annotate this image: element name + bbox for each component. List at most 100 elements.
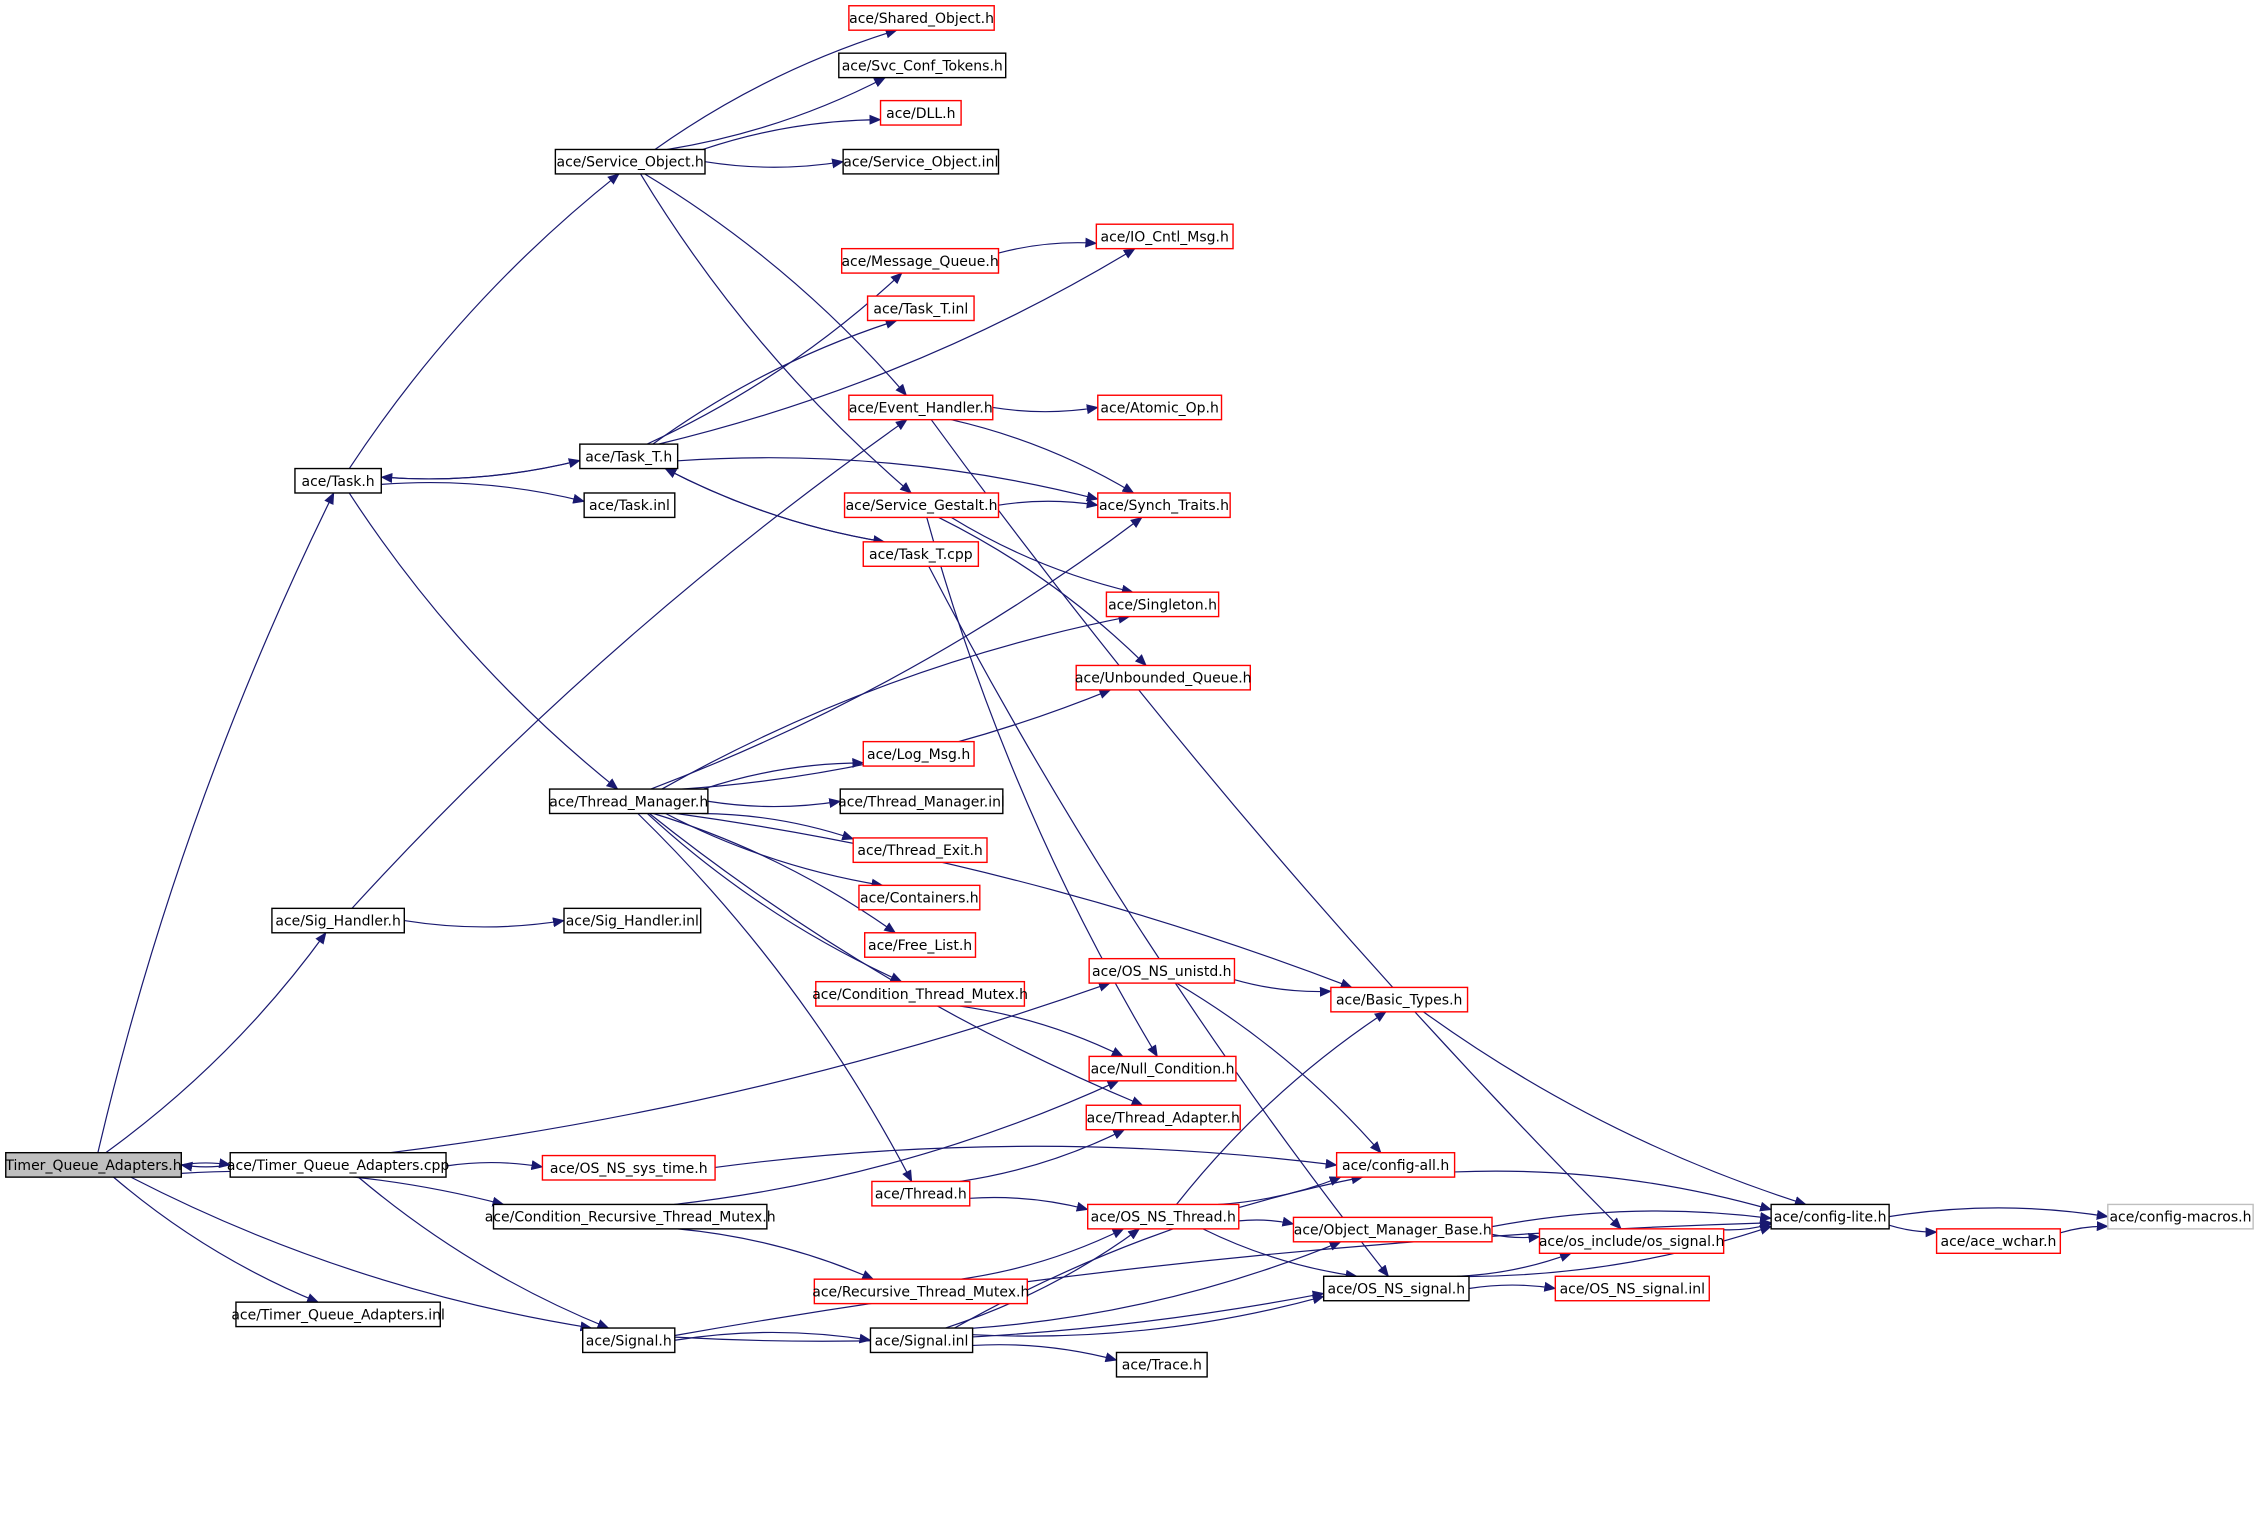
edge-root-to-signal_h [130, 1176, 593, 1332]
node-object-manager-base-h[interactable]: ace/Object_Manager_Base.h [1292, 1216, 1493, 1243]
edge-signal_inl-to-trace_h [972, 1344, 1118, 1363]
edge-service_gestalt_h-to-null_condition_h [926, 517, 1158, 1058]
node-unbounded-queue-h[interactable]: ace/Unbounded_Queue.h [1075, 664, 1252, 691]
node-label: ace/Thread.h [875, 1187, 967, 1203]
node-box [840, 247, 1000, 274]
node-os-ns-thread-h[interactable]: ace/OS_NS_Thread.h [1087, 1203, 1240, 1230]
node-svc-conf-tokens-h[interactable]: ace/Svc_Conf_Tokens.h [838, 52, 1007, 79]
node-sig-handler-h[interactable]: ace/Sig_Handler.h [271, 907, 405, 934]
node-box [582, 1327, 676, 1354]
node-containers-h[interactable]: ace/Containers.h [858, 884, 981, 911]
node-signal-h[interactable]: ace/Signal.h [582, 1327, 676, 1354]
node-thread-adapter-h[interactable]: ace/Thread_Adapter.h [1085, 1104, 1241, 1131]
node-sig-handler-inl[interactable]: ace/Sig_Handler.inl [563, 907, 702, 934]
node-label: ace/DLL.h [886, 106, 955, 122]
node-service-object-inl[interactable]: ace/Service_Object.inl [842, 148, 1000, 175]
node-trace-h[interactable]: ace/Trace.h [1115, 1351, 1208, 1378]
edge-service_object_h-to-service_gestalt_h [640, 173, 912, 494]
node-atomic-op-h[interactable]: ace/Atomic_Op.h [1097, 394, 1223, 421]
node-label: ace/Basic_Types.h [1336, 993, 1462, 1009]
node-null-condition-h[interactable]: ace/Null_Condition.h [1088, 1055, 1237, 1082]
node-label: ace/Thread_Exit.h [857, 843, 982, 859]
node-free-list-h[interactable]: ace/Free_List.h [864, 932, 977, 958]
node-box [1115, 1351, 1208, 1378]
node-box [229, 1151, 447, 1178]
node-task-t-h[interactable]: ace/Task_T.h [579, 443, 679, 470]
node-os-ns-signal-h[interactable]: ace/OS_NS_signal.h [1322, 1275, 1470, 1302]
node-shared-object-h[interactable]: ace/Shared_Object.h [848, 5, 995, 31]
node-thread-h[interactable]: ace/Thread.h [871, 1180, 971, 1207]
node-condition-recursive-h[interactable]: ace/Condition_Recursive_Thread_Mutex.h [485, 1203, 776, 1230]
node-task-t-cpp[interactable]: ace/Task_T.cpp [862, 541, 980, 567]
edge-thread_manager_h-to-thread_h [637, 813, 913, 1183]
node-box [848, 394, 994, 421]
node-label: ace/config-all.h [1342, 1158, 1449, 1174]
edge-sig_handler_h-to-sig_handler_inl [404, 917, 565, 928]
node-task-inl[interactable]: ace/Task.inl [583, 492, 676, 519]
node-label: ace/Timer_Queue_Adapters.inl [231, 1307, 445, 1323]
edge-thread_manager_h-to-singleton_h [661, 613, 1131, 790]
edge-event_handler_h-to-synch_traits_h [951, 419, 1135, 494]
node-box [541, 1154, 716, 1181]
node-dll-h[interactable]: ace/DLL.h [879, 99, 962, 126]
node-message-queue-h[interactable]: ace/Message_Queue.h [840, 247, 1000, 274]
node-label: ace/OS_NS_unistd.h [1092, 964, 1232, 980]
edge-signal_inl-to-os_ns_signal_h [972, 1294, 1325, 1337]
node-condition-thread-mutex-h[interactable]: ace/Condition_Thread_Mutex.h [812, 980, 1028, 1007]
node-label: ace/Service_Object.inl [843, 155, 998, 171]
node-task-t-inl[interactable]: ace/Task_T.inl [866, 295, 975, 322]
node-thread-manager-h[interactable]: ace/Thread_Manager.h [548, 788, 709, 815]
node-box [864, 932, 977, 958]
node-box [1292, 1216, 1493, 1243]
edge-event_handler_h-to-atomic_op_h [992, 404, 1099, 415]
node-label: ace/Log_Msg.h [867, 747, 970, 763]
node-os-ns-sys-time-h[interactable]: ace/OS_NS_sys_time.h [541, 1154, 716, 1181]
node-label: ace/Object_Manager_Base.h [1294, 1223, 1492, 1239]
edge-thread_manager_h-to-free_list_h [653, 812, 897, 934]
node-label: ace/Condition_Recursive_Thread_Mutex.h [485, 1210, 776, 1226]
node-box [1538, 1228, 1725, 1254]
node-label: ace/Signal.h [586, 1333, 672, 1349]
node-box [1330, 986, 1469, 1013]
node-singleton-h[interactable]: ace/Singleton.h [1105, 591, 1220, 618]
edge-signal_inl-to-config_all_h [954, 1174, 1364, 1329]
edge-service_gestalt_h-to-singleton_h [950, 516, 1134, 595]
node-recursive-thread-mutex-h[interactable]: ace/Recursive_Thread_Mutex.h [812, 1278, 1029, 1305]
edge-thread_manager_h-to-thread_manager_inl [707, 798, 842, 808]
edge-message_queue_h-to-io_cntl_msg_h [998, 237, 1098, 254]
edge-os_ns_signal_h-to-os_signal_h [1456, 1252, 1572, 1277]
node-label: ace/Timer_Queue_Adapters.cpp [227, 1158, 449, 1174]
node-os-signal-h[interactable]: ace/os_include/os_signal.h [1538, 1228, 1725, 1254]
node-config-lite-h[interactable]: ace/config-lite.h [1770, 1203, 1890, 1230]
edge-os_ns_sys_time_h-to-config_all_h [714, 1145, 1338, 1169]
node-box [1935, 1228, 2062, 1254]
node-thread-manager-inl[interactable]: ace/Thread_Manager.inl [838, 788, 1005, 815]
node-ace-wchar-h[interactable]: ace/ace_wchar.h [1935, 1228, 2062, 1254]
node-timer-cpp[interactable]: ace/Timer_Queue_Adapters.cpp [227, 1151, 449, 1178]
node-basic-types-h[interactable]: ace/Basic_Types.h [1330, 986, 1469, 1013]
node-io-cntl-msg-h[interactable]: ace/IO_Cntl_Msg.h [1095, 223, 1234, 250]
node-synch-traits-h[interactable]: ace/Synch_Traits.h [1097, 492, 1231, 519]
node-os-ns-unistd-h[interactable]: ace/OS_NS_unistd.h [1088, 957, 1236, 984]
node-service-gestalt-h[interactable]: ace/Service_Gestalt.h [843, 492, 1000, 519]
node-event-handler-h[interactable]: ace/Event_Handler.h [848, 394, 994, 421]
edge-os_ns_thread_h-to-basic_types_h [1176, 1011, 1387, 1205]
edge-event_handler_h-to-os_signal_h [930, 419, 1622, 1230]
node-signal-inl[interactable]: ace/Signal.inl [869, 1327, 974, 1354]
node-task-h[interactable]: ace/Task.h [294, 467, 382, 494]
edge-timer_cpp-to-root [180, 1161, 231, 1172]
node-service-object-h[interactable]: ace/Service_Object.h [554, 148, 706, 175]
node-label: ace/Task_T.h [585, 449, 672, 465]
node-thread-exit-h[interactable]: ace/Thread_Exit.h [852, 837, 988, 864]
edge-basic_types_h-to-config_lite_h [1423, 1011, 1807, 1206]
node-box [579, 443, 679, 470]
node-os-ns-signal-inl[interactable]: ace/OS_NS_signal.inl [1554, 1275, 1710, 1302]
node-config-all-h[interactable]: ace/config-all.h [1335, 1151, 1456, 1178]
node-label: ace/os_include/os_signal.h [1539, 1234, 1725, 1250]
node-label: ace/Shared_Object.h [849, 11, 994, 27]
node-config-macros-h[interactable]: ace/config-macros.h [2107, 1203, 2254, 1230]
edge-condition_thread_mutex_h-to-null_condition_h [959, 1005, 1124, 1057]
node-log-msg-h[interactable]: ace/Log_Msg.h [862, 740, 975, 767]
edge-thread_manager_h-to-basic_types_h [676, 812, 1353, 989]
node-timer-inl[interactable]: ace/Timer_Queue_Adapters.inl [231, 1301, 445, 1328]
